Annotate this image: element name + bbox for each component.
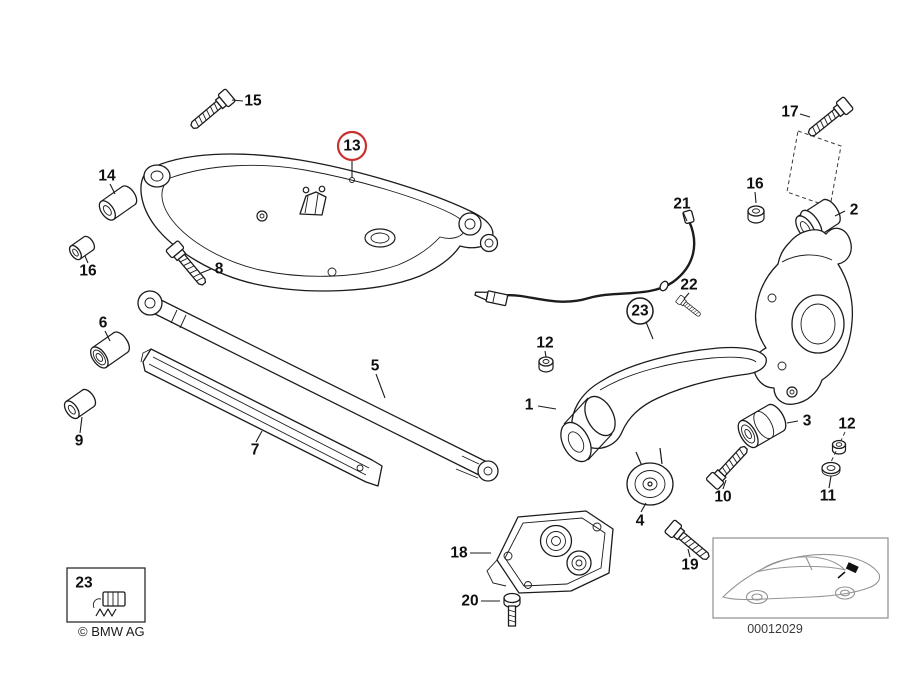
part-7-cover-rail-drawing [140,348,383,487]
callout-13[interactable]: 13 [343,138,361,155]
part-17-bolt [804,95,855,142]
callout-16-right[interactable]: 16 [746,176,764,193]
callout-19[interactable]: 19 [681,557,699,574]
callout-10[interactable]: 10 [714,489,731,506]
callout-4[interactable]: 4 [636,513,645,530]
part-16-left-bushing [68,235,96,261]
part-21-abs-sensor-cable [474,209,696,307]
callout-5[interactable]: 5 [371,358,380,375]
callout-22[interactable]: 22 [680,277,697,294]
callout-23-circled[interactable]: 23 [626,297,654,325]
callout-6[interactable]: 6 [99,315,108,332]
part-1-trailing-arm-drawing [560,346,767,467]
callout-16-left[interactable]: 16 [79,263,97,280]
part-4-rubber-mount [626,462,674,506]
callout-11[interactable]: 11 [820,488,837,505]
callout-7[interactable]: 7 [251,442,260,459]
callout-21[interactable]: 21 [673,196,691,213]
callout-23-circled-label[interactable]: 23 [631,303,649,320]
part-10-bolt [705,441,753,491]
callout-1[interactable]: 1 [525,397,534,414]
callout-23-legend[interactable]: 23 [75,575,93,592]
part-6-bushing [89,331,131,369]
part-12-left-nut [538,356,554,373]
callout-8[interactable]: 8 [215,261,224,278]
part-15-bolt [186,87,237,134]
callout-12-left[interactable]: 12 [536,335,553,352]
part-14-bushing [98,185,138,221]
callout-13-highlight-ring [336,130,368,162]
diagram-number: 00012029 [747,622,803,636]
callout-9[interactable]: 9 [75,433,84,450]
part-3-bushing [737,403,787,449]
callout-12-right[interactable]: 12 [838,416,855,433]
part-16-right-nut [747,205,765,224]
copyright-text: © BMW AG [78,624,145,639]
part-20-screw [503,592,521,627]
wheel-carrier-drawing [752,227,854,405]
part-22-bolt [675,294,703,320]
abs-sensor-holder-drawing [92,591,126,617]
part-location-marker [845,562,859,574]
leader-lines [79,99,846,602]
car-sketch [721,554,881,605]
part-11-washer [821,461,841,477]
legend-box-23 [66,567,146,623]
callout-14[interactable]: 14 [98,168,116,185]
callout-3[interactable]: 3 [803,413,812,430]
callout-15[interactable]: 15 [244,93,262,110]
part-5-strut-drawing [137,290,499,482]
callout-17[interactable]: 17 [781,104,798,121]
part-13-upper-control-arm-drawing [140,153,499,292]
part-9-bushing [63,388,97,420]
car-locator-box [712,537,889,619]
callout-20[interactable]: 20 [461,593,478,610]
callout-2[interactable]: 2 [850,202,859,219]
part-12-right-nut [831,439,847,455]
assembly-guide-dashed [786,130,842,208]
callout-18[interactable]: 18 [450,545,468,562]
part-18-bracket-drawing [486,510,614,594]
